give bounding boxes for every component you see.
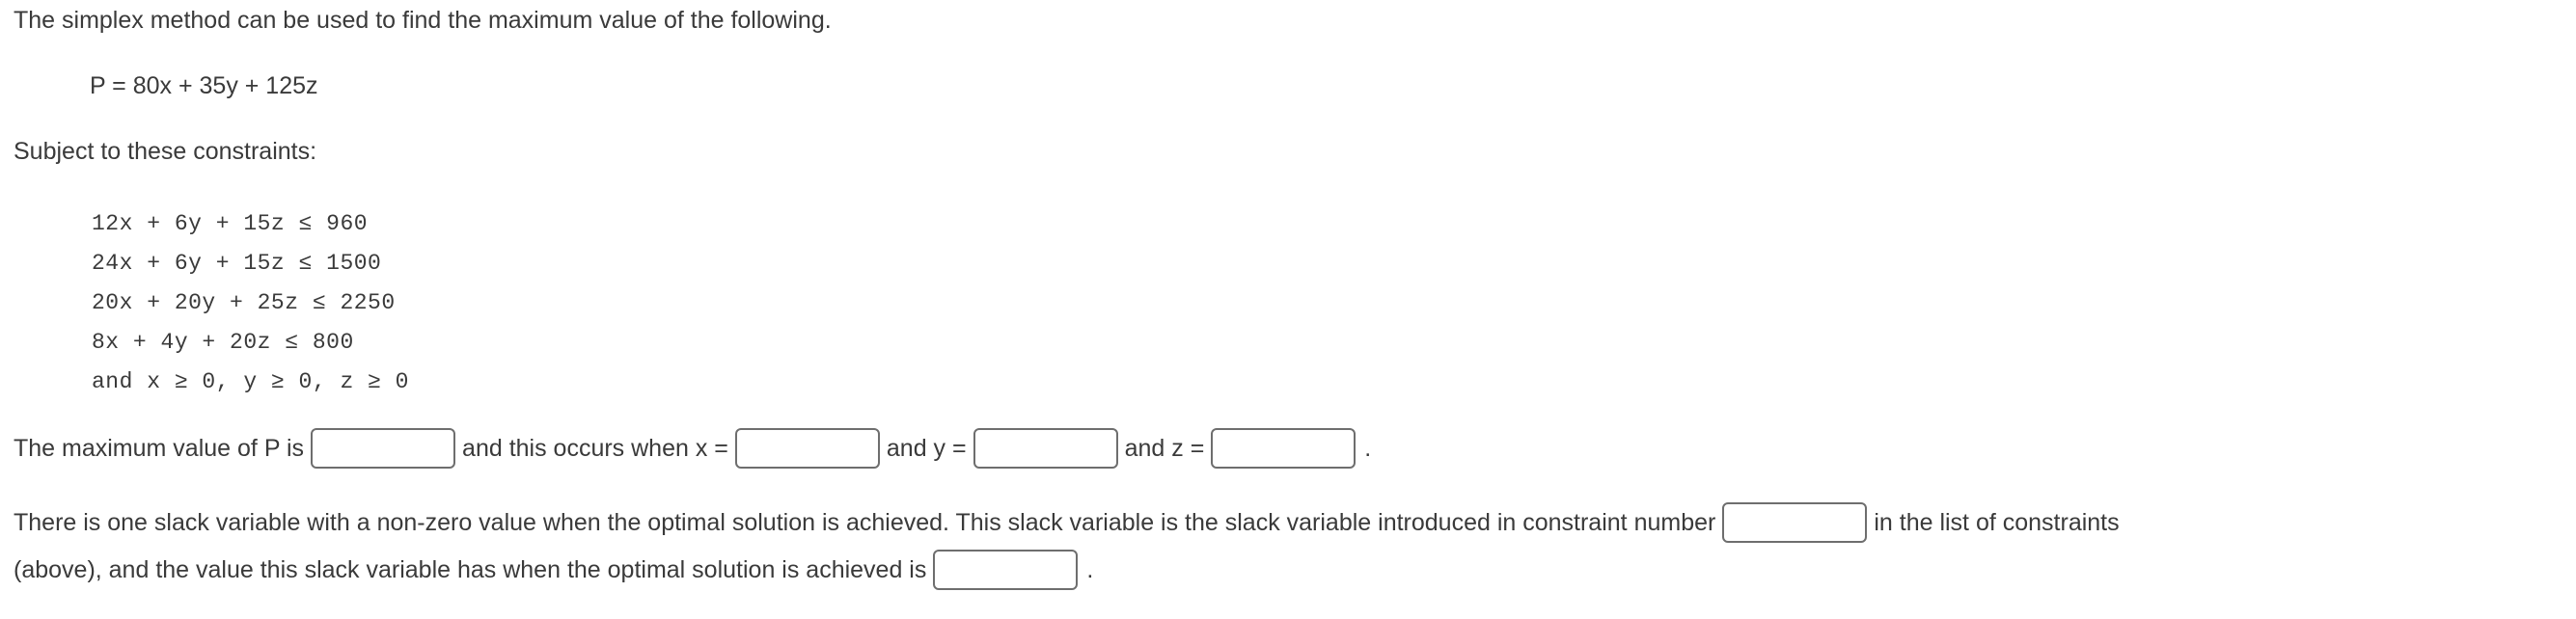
slack-text-before: There is one slack variable with a non-z… xyxy=(14,508,1716,536)
max-value-label: The maximum value of P is xyxy=(14,434,305,462)
y-value-input[interactable] xyxy=(973,428,1118,469)
y-label: and y = xyxy=(886,434,967,462)
x-value-input[interactable] xyxy=(734,428,880,469)
slack-sentence-line-1: There is one slack variable with a non-z… xyxy=(14,501,2120,544)
slack-value-label: (above), and the value this slack variab… xyxy=(14,555,927,583)
z-value-input[interactable] xyxy=(1211,428,1357,469)
constraint-line: 12x + 6y + 15z ≤ 960 xyxy=(92,211,369,236)
p-value-input[interactable] xyxy=(311,428,456,469)
constraints-list: 12x + 6y + 15z ≤ 960 24x + 6y + 15z ≤ 15… xyxy=(92,204,409,402)
constraint-number-input[interactable] xyxy=(1722,502,1868,543)
answer-row-period: . xyxy=(1364,434,1372,462)
intro-sentence: The simplex method can be used to find t… xyxy=(14,7,832,34)
constraint-line: 24x + 6y + 15z ≤ 1500 xyxy=(92,251,382,276)
answer-row: The maximum value of P is and this occur… xyxy=(14,427,1371,470)
z-label: and z = xyxy=(1124,434,1205,462)
subject-to-label: Subject to these constraints: xyxy=(14,138,317,165)
objective-function: P = 80x + 35y + 125z xyxy=(90,72,318,99)
constraint-line: 8x + 4y + 20z ≤ 800 xyxy=(92,330,354,355)
constraint-line: 20x + 20y + 25z ≤ 2250 xyxy=(92,290,396,315)
slack-value-input[interactable] xyxy=(933,550,1079,590)
slack-text-after: in the list of constraints xyxy=(1874,508,2120,536)
slack-sentence-line-2: (above), and the value this slack variab… xyxy=(14,549,1093,591)
constraint-line: and x ≥ 0, y ≥ 0, z ≥ 0 xyxy=(92,369,409,394)
slack-row-period: . xyxy=(1086,555,1094,583)
x-label: and this occurs when x = xyxy=(462,434,728,462)
